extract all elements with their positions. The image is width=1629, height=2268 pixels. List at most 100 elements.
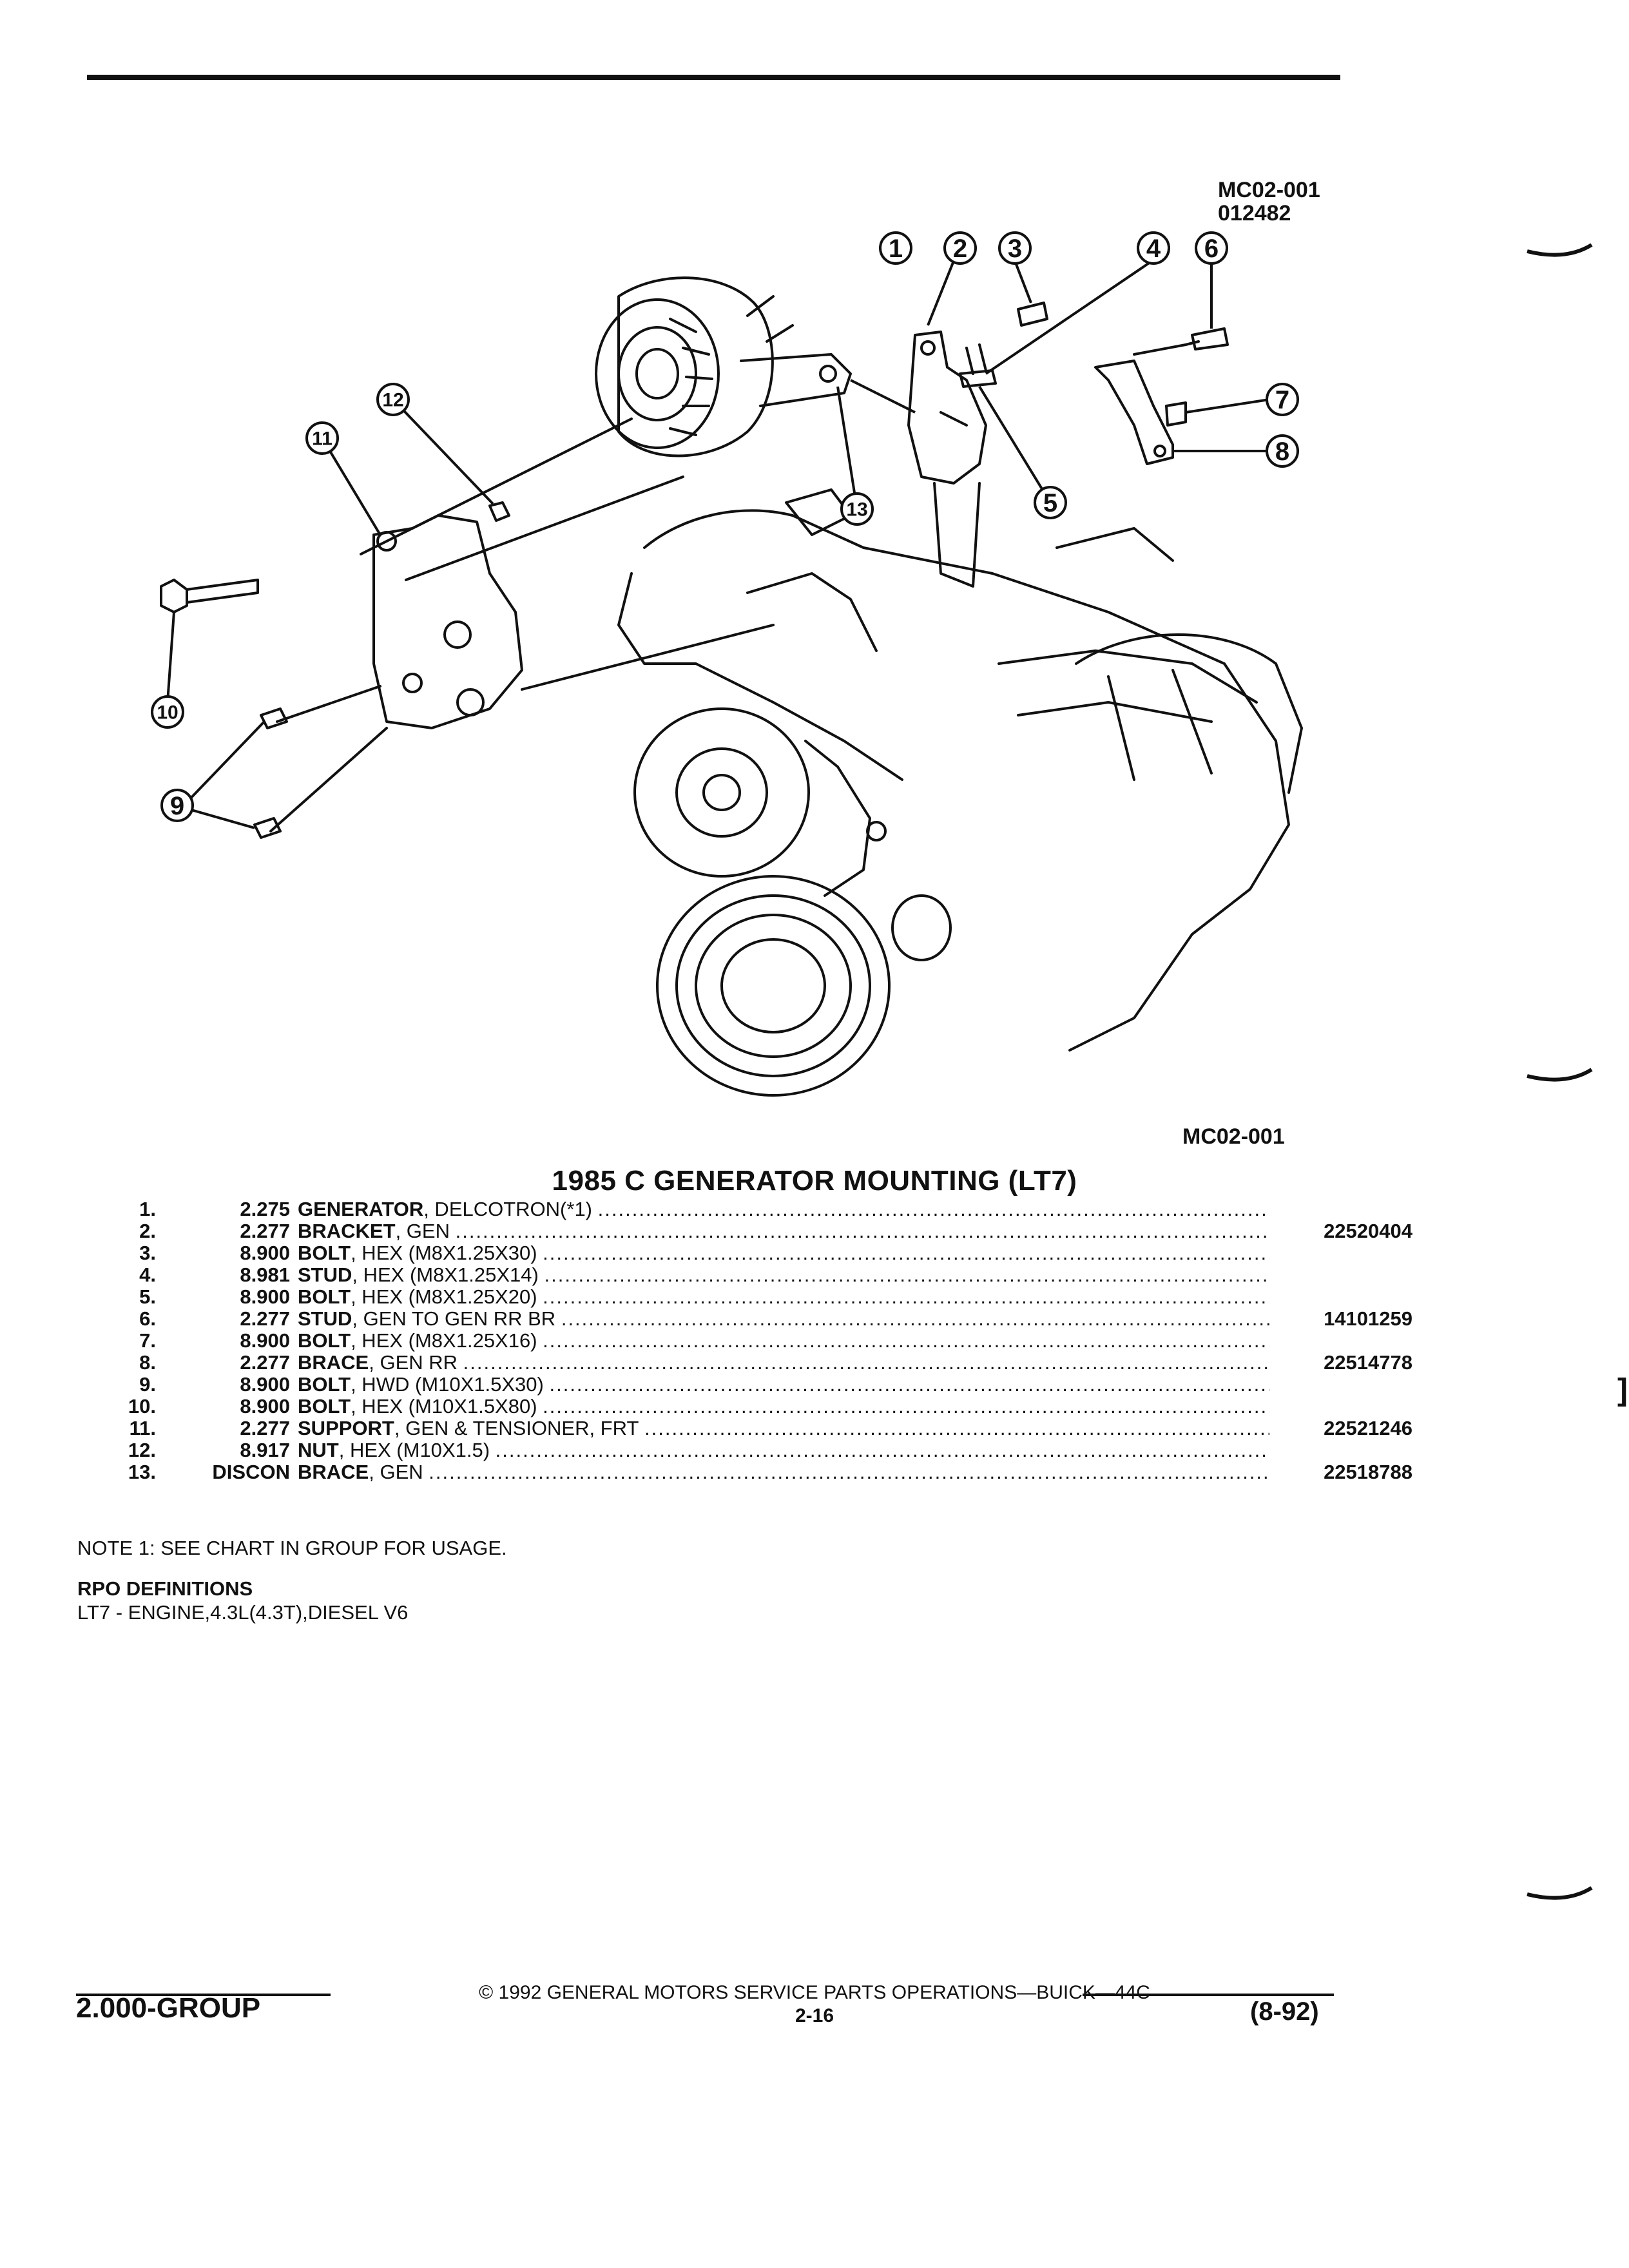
- part-number-index: 9.: [139, 1373, 156, 1396]
- part-spec: , HEX (M10X1.5): [338, 1439, 490, 1461]
- part-description: SUPPORT, GEN & TENSIONER, FRT ..........…: [298, 1418, 1269, 1439]
- part-description: BOLT, HEX (M10X1.5X80) .................…: [298, 1396, 1269, 1418]
- water-pump: [633, 707, 952, 961]
- part-row: 10. 8.900 BOLT, HEX (M10X1.5X80) .........…: [84, 1396, 1347, 1418]
- callout-8: [1173, 434, 1299, 468]
- footer-date: (8-92): [1250, 1997, 1319, 2026]
- part-number-index: 10.: [128, 1395, 156, 1418]
- part-catalog-number: 22521246: [1324, 1417, 1412, 1439]
- part-name: BOLT: [298, 1286, 351, 1308]
- callout-6-label: 6: [1204, 235, 1219, 263]
- part-description: BRACKET, GEN ...........................…: [298, 1220, 1269, 1242]
- part-name: BOLT: [298, 1396, 351, 1418]
- part-description: BOLT, HEX (M8X1.25X20) .................…: [298, 1286, 1269, 1308]
- part-group: DISCON: [212, 1461, 290, 1483]
- callout-3: [998, 231, 1032, 303]
- callout-10-label: 10: [157, 702, 178, 724]
- part-spec: , HEX (M10X1.5X80): [351, 1396, 537, 1418]
- callout-11-label: 11: [312, 428, 333, 450]
- bracket-part: [907, 331, 987, 485]
- part-group: 8.900: [240, 1329, 290, 1352]
- part-group: 2.277: [240, 1220, 290, 1242]
- part-name: STUD: [298, 1264, 352, 1286]
- figure-id-bottom: MC02-001: [1182, 1124, 1285, 1149]
- callout-6: [1195, 231, 1228, 329]
- part-row: 5. 8.900 BOLT, HEX (M8X1.25X20) ..........…: [84, 1286, 1347, 1308]
- part-spec: , HEX (M8X1.25X14): [352, 1264, 539, 1286]
- part-description: GENERATOR, DELCOTRON(*1) ...............…: [298, 1198, 1269, 1220]
- callout-5: [978, 385, 1067, 519]
- part-group: 2.277: [240, 1307, 290, 1330]
- part-number-index: 4.: [139, 1264, 156, 1286]
- callout-4-label: 4: [1146, 235, 1161, 263]
- part-catalog-number: 22514778: [1324, 1351, 1412, 1374]
- part-name: BOLT: [298, 1330, 351, 1352]
- brace-part: [1094, 327, 1229, 465]
- callout-1: [850, 231, 916, 414]
- part-number-index: 5.: [139, 1285, 156, 1308]
- callout-10: [151, 611, 184, 729]
- callout-9: [160, 720, 265, 829]
- figure-id-number: 012482: [1218, 201, 1291, 226]
- part-number-index: 12.: [128, 1439, 156, 1461]
- part-name: BOLT: [298, 1242, 351, 1264]
- support-part: [372, 514, 523, 729]
- part-name: STUD: [298, 1308, 352, 1330]
- part-name: BOLT: [298, 1374, 351, 1396]
- long-bolt-part: [160, 579, 259, 613]
- part-number-index: 8.: [139, 1351, 156, 1374]
- page-number: 2-16: [795, 2005, 834, 2026]
- part-catalog-number: 22518788: [1324, 1461, 1412, 1483]
- part-description: STUD, HEX (M8X1.25X14) .................…: [298, 1264, 1269, 1286]
- generator-mounting-illustration: 1 2 3 4 5 6 7 8 9 10 11 12 13: [151, 231, 1303, 1097]
- callout-7: [1185, 383, 1299, 416]
- part-description: BOLT, HWD (M10X1.5X30) .................…: [298, 1374, 1269, 1396]
- callout-11: [305, 421, 381, 536]
- bolt-parts: [959, 302, 1048, 388]
- part-spec: , HEX (M8X1.25X16): [351, 1330, 537, 1352]
- callout-7-label: 7: [1275, 386, 1289, 414]
- callout-13: [836, 386, 874, 526]
- part-group: 2.275: [240, 1198, 290, 1220]
- callout-2: [927, 231, 977, 326]
- callout-12: [376, 383, 494, 505]
- part-group: 8.900: [240, 1285, 290, 1308]
- callout-1-label: 1: [889, 235, 903, 263]
- figure-id-top: MC02-001: [1218, 178, 1320, 202]
- footer-group: 2.000-GROUP: [76, 1992, 261, 2024]
- part-spec: , GEN: [369, 1461, 423, 1483]
- footer-rule-right: [1083, 1994, 1334, 1996]
- part-number-index: 3.: [139, 1242, 156, 1264]
- part-spec: , GEN & TENSIONER, FRT: [394, 1418, 639, 1439]
- part-spec: , HWD (M10X1.5X30): [351, 1374, 544, 1396]
- callout-2-label: 2: [953, 235, 967, 263]
- part-number-index: 1.: [139, 1198, 156, 1220]
- part-description: BRACE, GEN RR ..........................…: [298, 1352, 1269, 1374]
- scan-edge-mark: [1527, 243, 1593, 257]
- part-spec: , GEN RR: [369, 1352, 458, 1374]
- part-row: 4. 8.981 STUD, HEX (M8X1.25X14) ..........…: [84, 1264, 1347, 1286]
- part-spec: , GEN TO GEN RR BR: [352, 1308, 556, 1330]
- part-spec: , GEN: [395, 1220, 450, 1242]
- part-group: 8.900: [240, 1395, 290, 1418]
- part-name: GENERATOR: [298, 1198, 424, 1220]
- figure-title: 1985 C GENERATOR MOUNTING (LT7): [552, 1165, 1077, 1196]
- part-name: BRACE: [298, 1352, 369, 1374]
- part-catalog-number: 14101259: [1324, 1307, 1412, 1330]
- part-name: BRACE: [298, 1461, 369, 1483]
- callout-13-label: 13: [846, 499, 867, 521]
- part-group: 8.981: [240, 1264, 290, 1286]
- part-row: 1. 2.275 GENERATOR, DELCOTRON(*1) ........…: [84, 1198, 1347, 1220]
- part-description: NUT, HEX (M10X1.5) .....................…: [298, 1439, 1269, 1461]
- part-spec: , HEX (M8X1.25X20): [351, 1286, 537, 1308]
- edge-bracket-mark: ]: [1617, 1373, 1628, 1407]
- part-number-index: 13.: [128, 1461, 156, 1483]
- crank-pulley: [656, 875, 891, 1097]
